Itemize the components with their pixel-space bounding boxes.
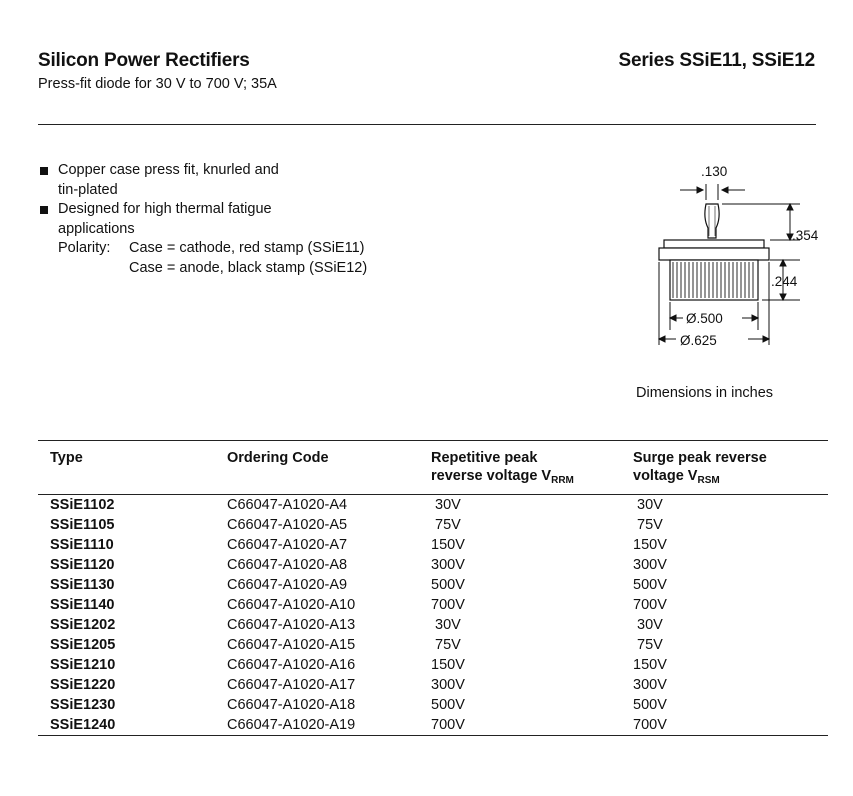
dim-244-label: .244 bbox=[771, 274, 798, 289]
feature-item: Copper case press fit, knurled and tin-p… bbox=[38, 161, 458, 200]
table-row: SSiE1105 C66047-A1020-A5 75V 75V bbox=[38, 515, 828, 535]
type-cell: SSiE1130 bbox=[50, 577, 115, 593]
table-row: SSiE1120 C66047-A1020-A8 300V 300V bbox=[38, 555, 828, 575]
vrrm-cell: 700V bbox=[431, 717, 465, 733]
type-cell: SSiE1230 bbox=[50, 697, 116, 713]
polarity-block: Polarity: Case = cathode, red stamp (SSiE… bbox=[38, 239, 458, 278]
table-row: SSiE1110 C66047-A1020-A7 150V 150V bbox=[38, 535, 828, 555]
vrsm-cell: 300V bbox=[633, 557, 667, 573]
ordering-code-cell: C66047-A1020-A15 bbox=[227, 637, 356, 653]
dimensions-note: Dimensions in inches bbox=[636, 385, 774, 401]
feature-text: Copper case press fit, knurled and bbox=[58, 162, 279, 178]
ordering-code-cell: C66047-A1020-A4 bbox=[227, 497, 348, 513]
ordering-code-cell: C66047-A1020-A16 bbox=[227, 657, 356, 673]
type-cell: SSiE1120 bbox=[50, 557, 115, 573]
feature-text-cont: tin-plated bbox=[58, 181, 118, 198]
table-row: SSiE1140 C66047-A1020-A10 700V 700V bbox=[38, 595, 828, 615]
diode-dimension-drawing: .130 .354 .244 Ø.500 Ø.625 bbox=[657, 164, 819, 348]
vrsm-subscript: RSM bbox=[697, 475, 720, 486]
table-row: SSiE1210 C66047-A1020-A16 150V 150V bbox=[38, 655, 828, 675]
vrsm-cell: 30V bbox=[633, 617, 663, 633]
vrrm-cell: 30V bbox=[431, 617, 461, 633]
ordering-code-cell: C66047-A1020-A18 bbox=[227, 697, 356, 713]
type-cell: SSiE1220 bbox=[50, 677, 116, 693]
vrsm-cell: 75V bbox=[633, 637, 663, 653]
vrrm-cell: 500V bbox=[431, 577, 465, 593]
vrrm-cell: 150V bbox=[431, 657, 465, 673]
col-header-type: Type bbox=[50, 450, 83, 466]
vrrm-subscript: RRM bbox=[551, 475, 574, 486]
type-cell: SSiE1140 bbox=[50, 597, 115, 613]
table-row: SSiE1240 C66047-A1020-A19 700V 700V bbox=[38, 715, 828, 736]
square-bullet-icon bbox=[40, 167, 48, 175]
feature-list: Copper case press fit, knurled and tin-p… bbox=[38, 161, 458, 278]
ordering-code-cell: C66047-A1020-A7 bbox=[227, 537, 348, 553]
type-cell: SSiE1240 bbox=[50, 717, 116, 733]
vrrm-line-2: reverse voltage V bbox=[431, 468, 552, 484]
ordering-code-cell: C66047-A1020-A10 bbox=[227, 597, 356, 613]
dim-130-label: .130 bbox=[701, 164, 727, 179]
table-row: SSiE1102 C66047-A1020-A4 30V 30V bbox=[38, 495, 828, 516]
series-label: Series SSiE11, SSiE12 bbox=[618, 50, 816, 71]
vrrm-cell: 75V bbox=[431, 637, 461, 653]
vrsm-cell: 500V bbox=[633, 577, 667, 593]
dim-354-label: .354 bbox=[792, 228, 819, 243]
feature-text-cont: applications bbox=[58, 220, 135, 237]
polarity-label: Polarity: bbox=[58, 240, 111, 256]
feature-text: Designed for high thermal fatigue bbox=[58, 201, 272, 217]
vrsm-cell: 150V bbox=[633, 537, 667, 553]
vrsm-cell: 150V bbox=[633, 657, 667, 673]
table-row: SSiE1130 C66047-A1020-A9 500V 500V bbox=[38, 575, 828, 595]
type-cell: SSiE1205 bbox=[50, 637, 116, 653]
dim-625-label: Ø.625 bbox=[680, 333, 717, 348]
rectifier-spec-table: Type Ordering Code Repetitive peak rever… bbox=[38, 440, 828, 736]
ordering-code-cell: C66047-A1020-A5 bbox=[227, 517, 348, 533]
table-row: SSiE1202 C66047-A1020-A13 30V 30V bbox=[38, 615, 828, 635]
vrrm-cell: 300V bbox=[431, 677, 465, 693]
page-title: Silicon Power Rectifiers bbox=[38, 50, 250, 71]
vrsm-cell: 75V bbox=[633, 517, 663, 533]
ordering-code-cell: C66047-A1020-A13 bbox=[227, 617, 356, 633]
vrrm-cell: 500V bbox=[431, 697, 465, 713]
vrrm-cell: 75V bbox=[431, 517, 461, 533]
type-cell: SSiE1110 bbox=[50, 537, 114, 553]
type-cell: SSiE1105 bbox=[50, 517, 115, 533]
ordering-code-cell: C66047-A1020-A9 bbox=[227, 577, 348, 593]
vrsm-cell: 700V bbox=[633, 717, 667, 733]
polarity-line-1: Case = cathode, red stamp (SSiE11) bbox=[129, 240, 365, 256]
type-cell: SSiE1102 bbox=[50, 497, 115, 513]
feature-item: Designed for high thermal fatigue applic… bbox=[38, 200, 458, 239]
col-header-ordering-code: Ordering Code bbox=[227, 450, 329, 466]
ordering-code-cell: C66047-A1020-A8 bbox=[227, 557, 348, 573]
table-row: SSiE1220 C66047-A1020-A17 300V 300V bbox=[38, 675, 828, 695]
vrrm-cell: 150V bbox=[431, 537, 465, 553]
type-cell: SSiE1210 bbox=[50, 657, 116, 673]
page-subtitle: Press-fit diode for 30 V to 700 V; 35A bbox=[38, 76, 277, 92]
vrrm-cell: 30V bbox=[431, 497, 461, 513]
ordering-code-cell: C66047-A1020-A19 bbox=[227, 717, 356, 733]
table-row: SSiE1230 C66047-A1020-A18 500V 500V bbox=[38, 695, 828, 715]
vrsm-line-1: Surge peak reverse bbox=[633, 450, 767, 466]
vrrm-cell: 300V bbox=[431, 557, 465, 573]
vrrm-line-1: Repetitive peak bbox=[431, 450, 538, 466]
square-bullet-icon bbox=[40, 206, 48, 214]
vrrm-cell: 700V bbox=[431, 597, 465, 613]
table-row: SSiE1205 C66047-A1020-A15 75V 75V bbox=[38, 635, 828, 655]
vrsm-cell: 700V bbox=[633, 597, 667, 613]
col-header-vrsm: Surge peak reverse voltage VRSM bbox=[621, 441, 828, 495]
header-rule bbox=[38, 124, 816, 125]
vrsm-cell: 300V bbox=[633, 677, 667, 693]
dim-500-label: Ø.500 bbox=[686, 311, 723, 326]
table-header-row: Type Ordering Code Repetitive peak rever… bbox=[38, 440, 828, 495]
col-header-vrrm: Repetitive peak reverse voltage VRRM bbox=[419, 441, 621, 495]
vrsm-cell: 30V bbox=[633, 497, 663, 513]
vrsm-cell: 500V bbox=[633, 697, 667, 713]
ordering-code-cell: C66047-A1020-A17 bbox=[227, 677, 356, 693]
vrsm-line-2: voltage V bbox=[633, 468, 698, 484]
type-cell: SSiE1202 bbox=[50, 617, 116, 633]
polarity-line-2: Case = anode, black stamp (SSiE12) bbox=[129, 259, 368, 276]
